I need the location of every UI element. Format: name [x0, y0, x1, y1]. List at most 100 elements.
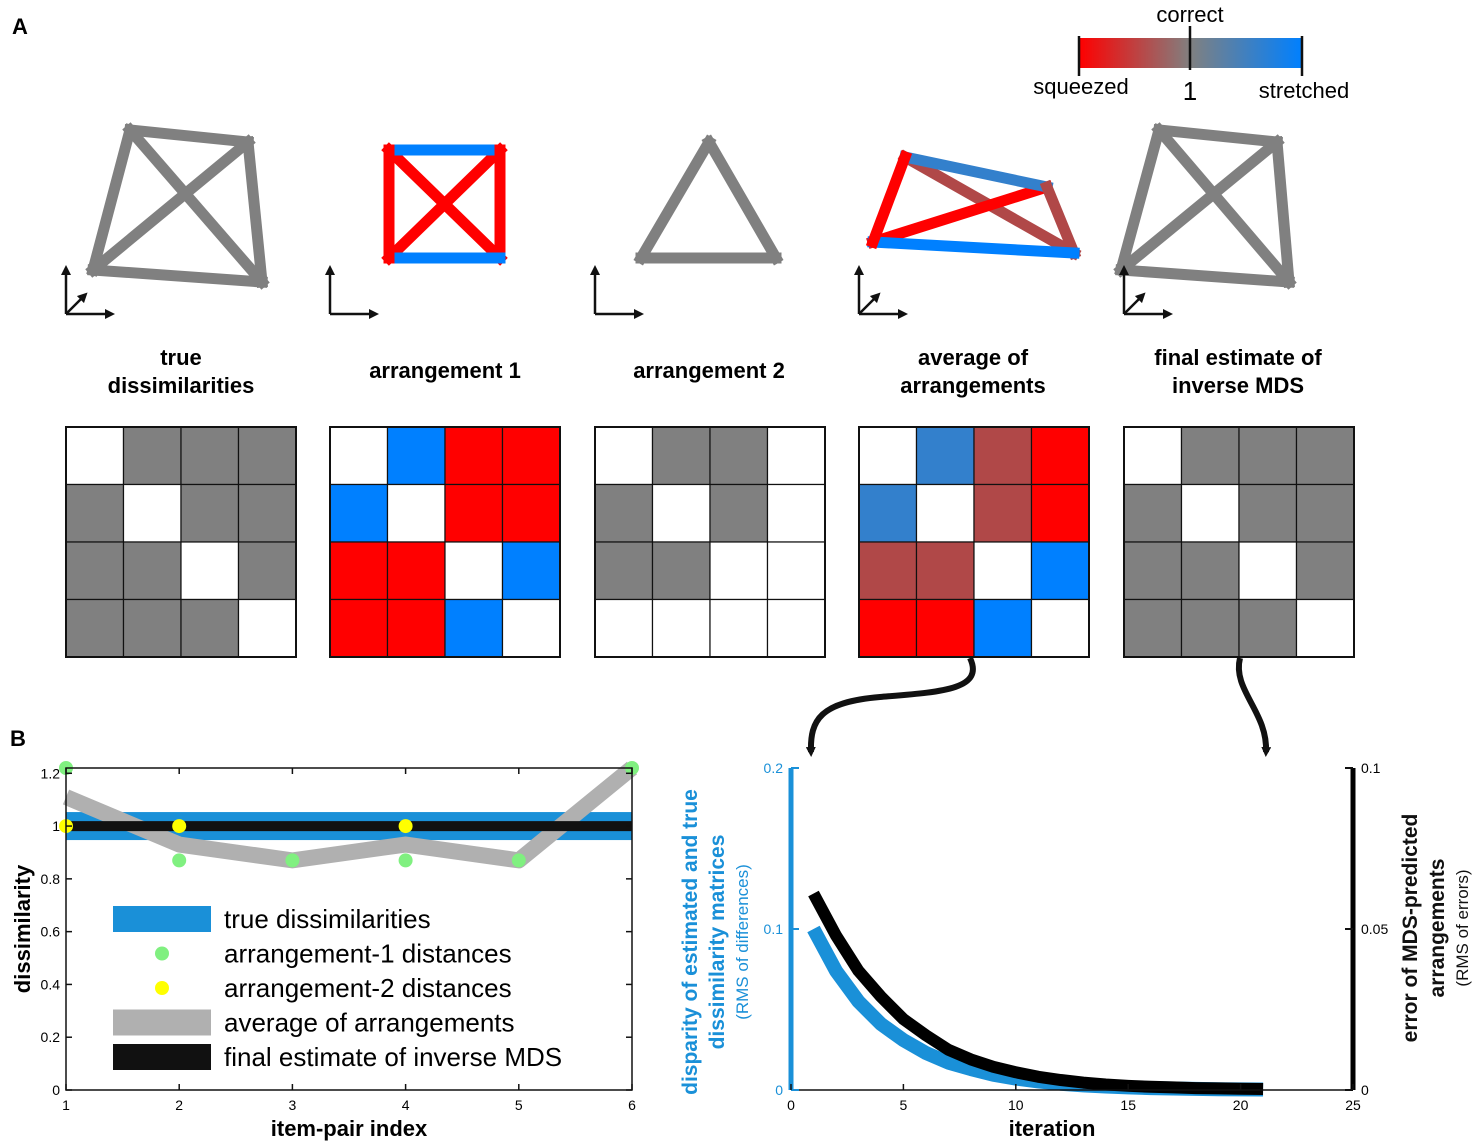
matrix-cell — [915, 598, 975, 658]
matrix-cell — [1295, 426, 1355, 486]
matrix-cell — [122, 541, 182, 601]
matrix-cell — [709, 541, 769, 601]
matrix-cell — [180, 483, 240, 543]
matrix-cell — [1180, 598, 1240, 658]
matrix-cell — [1238, 598, 1298, 658]
colorbar-stretched-label: stretched — [1259, 78, 1350, 103]
matrix-cell — [329, 426, 389, 486]
matrix-cell — [1295, 483, 1355, 543]
matrix-border — [858, 426, 1090, 658]
matrix-cell — [766, 541, 826, 601]
x-tick-label: 0 — [787, 1097, 795, 1113]
column-title-2-line-1: arrangement 1 — [369, 358, 521, 383]
edge-23 — [1039, 179, 1082, 261]
legend-label: arrangement-1 distances — [224, 939, 512, 969]
plot-frame — [65, 767, 633, 1091]
edge-23 — [241, 135, 269, 289]
legend-label: arrangement-2 distances — [224, 973, 512, 1003]
edge-12 — [898, 150, 1054, 194]
matrix-cell — [915, 541, 975, 601]
matrix-cell — [501, 541, 561, 601]
column-title-3-line-1: arrangement 2 — [633, 358, 785, 383]
series-left-axis — [807, 925, 1264, 1097]
matrix-cell — [180, 541, 240, 601]
matrix-cell — [594, 541, 654, 601]
matrix-cell — [237, 483, 297, 543]
x-tick-label: 20 — [1233, 1097, 1249, 1113]
matrix-cell — [973, 598, 1033, 658]
y-tick-label: 0.2 — [41, 1029, 61, 1045]
legend-label: average of arrangements — [224, 1008, 515, 1038]
x-tick-label: 1 — [62, 1097, 70, 1113]
x-tick-label: 4 — [402, 1097, 410, 1113]
legend-marker — [155, 946, 169, 961]
matrix-cell — [594, 598, 654, 658]
matrix-cell — [1295, 541, 1355, 601]
matrix-cell — [858, 426, 918, 486]
dissimilarity-matrices — [65, 426, 1355, 658]
matrix-cell — [594, 483, 654, 543]
shape-3 — [633, 134, 784, 266]
matrix-1 — [65, 426, 297, 658]
matrix-cell — [65, 541, 125, 601]
matrix-cell — [973, 426, 1033, 486]
matrix-cell — [1238, 541, 1298, 601]
edge-13 — [633, 134, 717, 266]
matrix-cell — [973, 541, 1033, 601]
arrow-average-to-plot — [805, 656, 976, 757]
right-y-tick-label: 0 — [1361, 1082, 1369, 1098]
matrix-border — [329, 426, 561, 658]
matrix-cell — [709, 598, 769, 658]
matrix-cell — [1030, 483, 1090, 543]
right-axis-label-2: arrangements — [1426, 859, 1449, 998]
right-axis-label-1: error of MDS-predicted — [1399, 814, 1422, 1043]
matrix-cell — [858, 598, 918, 658]
edge-24 — [866, 180, 1054, 249]
point-arrangement-1 — [398, 853, 413, 868]
x-axis-label: item-pair index — [271, 1116, 428, 1141]
matrix-cell — [915, 483, 975, 543]
matrix-cell — [501, 426, 561, 486]
matrix-cell — [122, 598, 182, 658]
edge-24 — [381, 142, 508, 266]
column-title-5-line-1: final estimate of — [1154, 345, 1322, 370]
y-tick-label: 0.6 — [41, 924, 61, 940]
matrix-cell — [444, 598, 504, 658]
matrix-cell — [237, 426, 297, 486]
matrix-cell — [65, 426, 125, 486]
matrix-cell — [651, 541, 711, 601]
matrix-cell — [329, 598, 389, 658]
right-axis-label-3: (RMS of errors) — [1453, 869, 1472, 986]
edge-14 — [865, 149, 913, 250]
x-axis-label: iteration — [1009, 1116, 1096, 1141]
left-y-tick-label: 0 — [775, 1082, 783, 1098]
matrix-cell — [122, 426, 182, 486]
matrix-cell — [594, 426, 654, 486]
matrix-cell — [386, 483, 446, 543]
y-tick-label: 1.2 — [41, 765, 61, 781]
matrix-cell — [858, 483, 918, 543]
axis-icon-z — [65, 292, 88, 315]
point-arrangement-1 — [285, 853, 300, 868]
axis-icon-3 — [590, 265, 644, 319]
matrix-border — [1123, 426, 1355, 658]
matrix-cell — [237, 598, 297, 658]
colorbar-squeezed-label: squeezed — [1033, 74, 1128, 99]
matrix-2 — [329, 426, 561, 658]
matrix-cell — [237, 541, 297, 601]
point-arrangement-1 — [511, 853, 526, 868]
left-axis-label-3: (RMS of differences) — [733, 864, 752, 1020]
colorbar-one-label: 1 — [1183, 76, 1197, 106]
panel-a-letter: A — [12, 14, 28, 39]
matrix-cell — [651, 598, 711, 658]
matrix-cell — [180, 598, 240, 658]
y-tick-label: 0.4 — [41, 976, 61, 992]
matrix-cell — [1180, 541, 1240, 601]
matrix-cell — [1295, 598, 1355, 658]
legend-swatch — [113, 1009, 211, 1036]
axis-icon-z — [858, 292, 881, 315]
edge-24 — [1113, 134, 1285, 278]
edge-14 — [86, 123, 137, 277]
x-tick-label: 10 — [1008, 1097, 1024, 1113]
